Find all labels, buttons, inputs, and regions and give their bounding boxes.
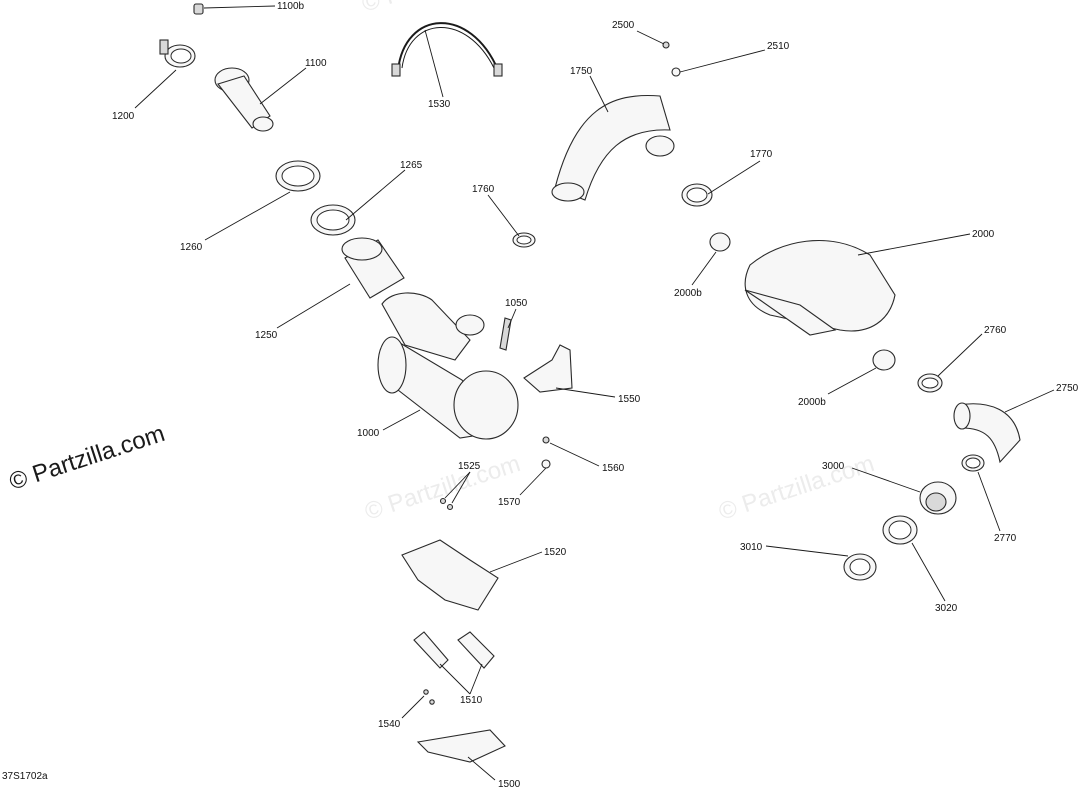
callout-3010: 3010 bbox=[740, 542, 763, 553]
callout-3000: 3000 bbox=[822, 461, 845, 472]
callout-1500: 1500 bbox=[498, 779, 521, 789]
callout-2000b-bottom: 2000b bbox=[798, 397, 826, 408]
part-1520-heatshield bbox=[401, 539, 499, 611]
part-1540-screws bbox=[423, 689, 435, 705]
part-3010-ring bbox=[843, 553, 877, 581]
part-3020-gasket bbox=[882, 515, 918, 545]
callout-1200: 1200 bbox=[112, 111, 135, 122]
part-1050-sensor bbox=[499, 317, 512, 351]
callout-1260: 1260 bbox=[180, 242, 203, 253]
callout-1760: 1760 bbox=[472, 184, 495, 195]
part-1525-screws bbox=[439, 497, 454, 511]
leader-lines bbox=[134, 5, 1055, 781]
callout-1100b: 1100b bbox=[277, 1, 305, 12]
part-1570-washer bbox=[541, 459, 551, 469]
callout-1530: 1530 bbox=[428, 99, 451, 110]
part-1100b-nut bbox=[193, 3, 204, 15]
part-1510-brackets bbox=[413, 631, 495, 669]
diagram-code: 37S1702a bbox=[2, 771, 48, 782]
callout-2750: 2750 bbox=[1056, 383, 1079, 394]
part-1260-clamp bbox=[275, 160, 321, 192]
part-1750-curved-pipe bbox=[551, 94, 675, 202]
callout-2760: 2760 bbox=[984, 325, 1007, 336]
callout-1570: 1570 bbox=[498, 497, 521, 508]
callout-1560: 1560 bbox=[602, 463, 625, 474]
callout-1100: 1100 bbox=[305, 58, 327, 69]
callout-1265: 1265 bbox=[400, 160, 423, 171]
part-1760-clamp bbox=[512, 232, 536, 248]
callout-2770: 2770 bbox=[994, 533, 1017, 544]
callout-1250: 1250 bbox=[255, 330, 278, 341]
callout-2510: 2510 bbox=[767, 41, 790, 52]
part-2760-clamp bbox=[917, 373, 943, 393]
part-1770-clamp bbox=[681, 183, 713, 207]
part-1250-sleeve bbox=[341, 237, 405, 299]
watermark-right: © Partzilla.com bbox=[716, 450, 878, 526]
callout-1000: 1000 bbox=[357, 428, 380, 439]
watermark-top: © Partzilla.com bbox=[359, 0, 521, 18]
part-2510-washer bbox=[671, 67, 681, 77]
callout-3020: 3020 bbox=[935, 603, 958, 614]
callout-1510: 1510 bbox=[460, 695, 483, 706]
part-3000-adapter bbox=[919, 481, 957, 515]
part-1550-bracket bbox=[523, 344, 573, 393]
callout-1520: 1520 bbox=[544, 547, 567, 558]
callout-1770: 1770 bbox=[750, 149, 773, 160]
callout-2000b-top: 2000b bbox=[674, 288, 702, 299]
part-2000b-cap-top bbox=[709, 232, 731, 252]
part-2500-bolt bbox=[662, 41, 670, 49]
part-2000-silencer bbox=[744, 239, 896, 336]
part-2770-clamp bbox=[961, 454, 985, 472]
callout-1525: 1525 bbox=[458, 461, 481, 472]
part-1560-nut bbox=[542, 436, 550, 444]
watermark-center: © Partzilla.com bbox=[362, 450, 524, 526]
callout-1540: 1540 bbox=[378, 719, 401, 730]
callout-1750: 1750 bbox=[570, 66, 593, 77]
callout-1550: 1550 bbox=[618, 394, 641, 405]
callout-1050: 1050 bbox=[505, 298, 528, 309]
part-1200-clamp bbox=[159, 39, 196, 68]
part-1500-plate bbox=[416, 729, 506, 763]
part-2750-elbow bbox=[953, 402, 1021, 464]
callout-labels: 1100b 1100 1200 1530 2500 2510 1750 1770… bbox=[112, 1, 1079, 789]
part-1100-tailpipe bbox=[214, 67, 274, 132]
callout-2000: 2000 bbox=[972, 229, 995, 240]
callout-2500: 2500 bbox=[612, 20, 635, 31]
part-1000-muffler bbox=[377, 292, 519, 440]
part-1530-strap bbox=[391, 22, 503, 77]
part-1265-clamp bbox=[310, 204, 356, 236]
part-2000b-cap-bottom bbox=[872, 349, 896, 371]
